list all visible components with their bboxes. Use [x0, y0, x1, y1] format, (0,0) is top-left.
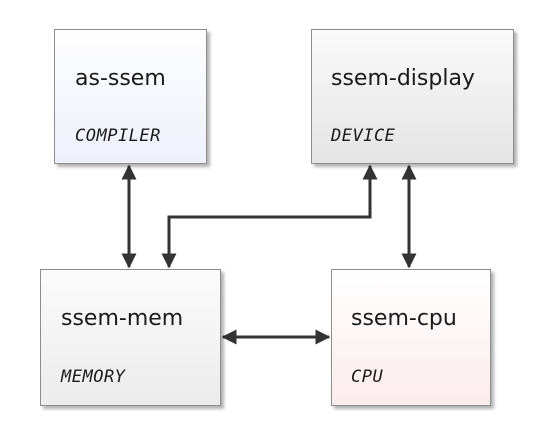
- node-type-label: MEMORY: [61, 367, 126, 387]
- node-title: as-ssem: [75, 66, 166, 91]
- node-ssem-mem: ssem-mem MEMORY: [40, 269, 221, 406]
- node-type-label: COMPILER: [75, 126, 161, 146]
- node-title: ssem-display: [331, 66, 475, 91]
- edge-ssem-display-ssem-mem: [161, 164, 378, 269]
- node-title: ssem-cpu: [351, 306, 457, 331]
- node-as-ssem: as-ssem COMPILER: [54, 29, 207, 164]
- node-type-label: CPU: [351, 367, 384, 387]
- node-ssem-cpu: ssem-cpu CPU: [331, 269, 491, 406]
- node-title: ssem-mem: [61, 306, 184, 331]
- node-type-label: DEVICE: [331, 126, 396, 146]
- node-ssem-display: ssem-display DEVICE: [311, 29, 514, 164]
